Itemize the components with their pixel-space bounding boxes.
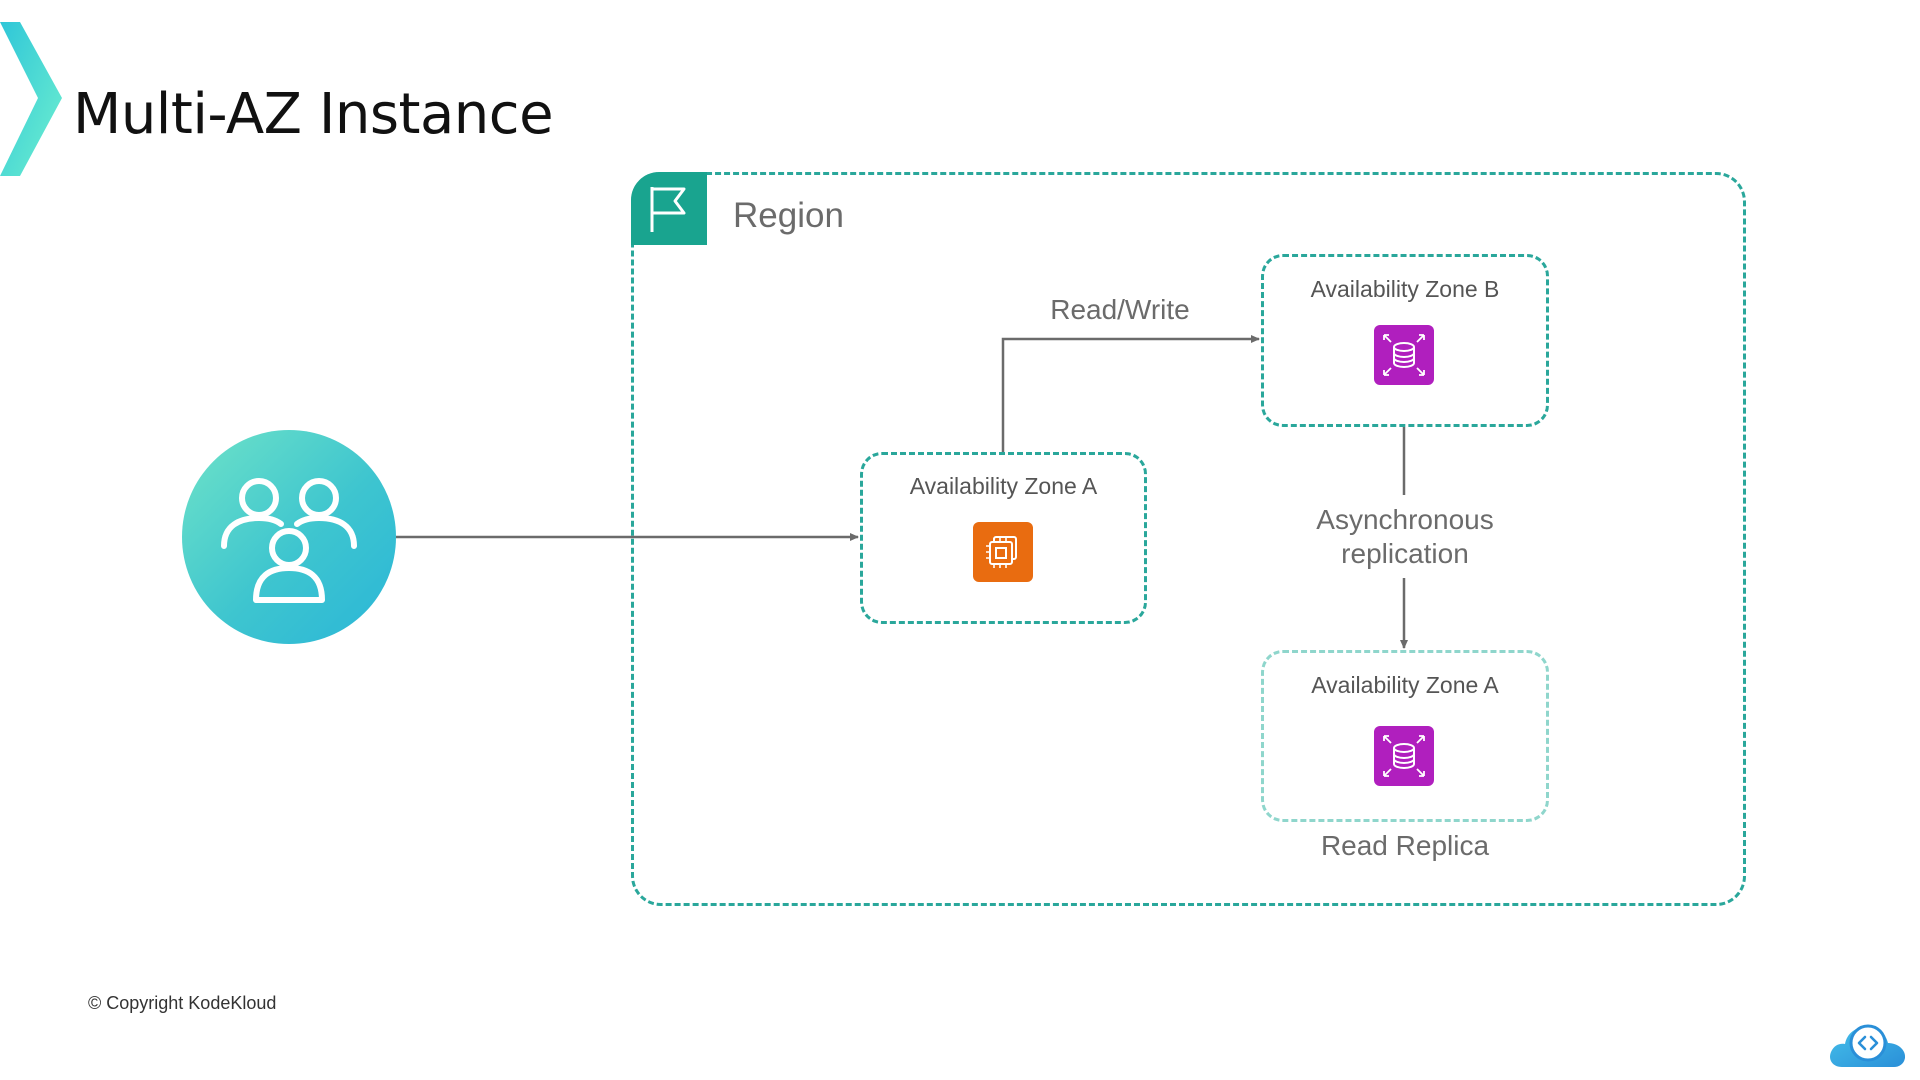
users-group-icon	[182, 430, 396, 644]
region-flag-icon	[631, 172, 707, 245]
database-icon	[1374, 325, 1434, 385]
read-write-label: Read/Write	[1050, 294, 1190, 325]
az-a-primary-box	[860, 452, 1147, 624]
region-container	[631, 172, 1746, 906]
brand-chevron-logo	[0, 22, 62, 176]
az-a-replica-label: Availability Zone A	[1311, 672, 1499, 698]
compute-instance-icon	[973, 522, 1033, 582]
async-label-line1: Asynchronous	[1316, 504, 1494, 535]
database-icon	[1374, 726, 1434, 786]
region-label: Region	[733, 196, 844, 235]
async-replication-label: Asynchronous replication	[1280, 503, 1530, 571]
copyright-text: © Copyright KodeKloud	[88, 993, 277, 1013]
read-write-arrow	[1001, 335, 1260, 452]
cloud-logo-icon	[1830, 1024, 1906, 1067]
az-a-primary-label: Availability Zone A	[909, 473, 1098, 499]
az-b-box	[1261, 254, 1549, 427]
az-a-replica-box	[1261, 650, 1549, 822]
read-replica-label: Read Replica	[1320, 830, 1490, 861]
slide-title: Multi-AZ Instance	[73, 82, 554, 147]
az-b-label: Availability Zone B	[1310, 276, 1500, 302]
async-label-line2: replication	[1341, 538, 1469, 569]
